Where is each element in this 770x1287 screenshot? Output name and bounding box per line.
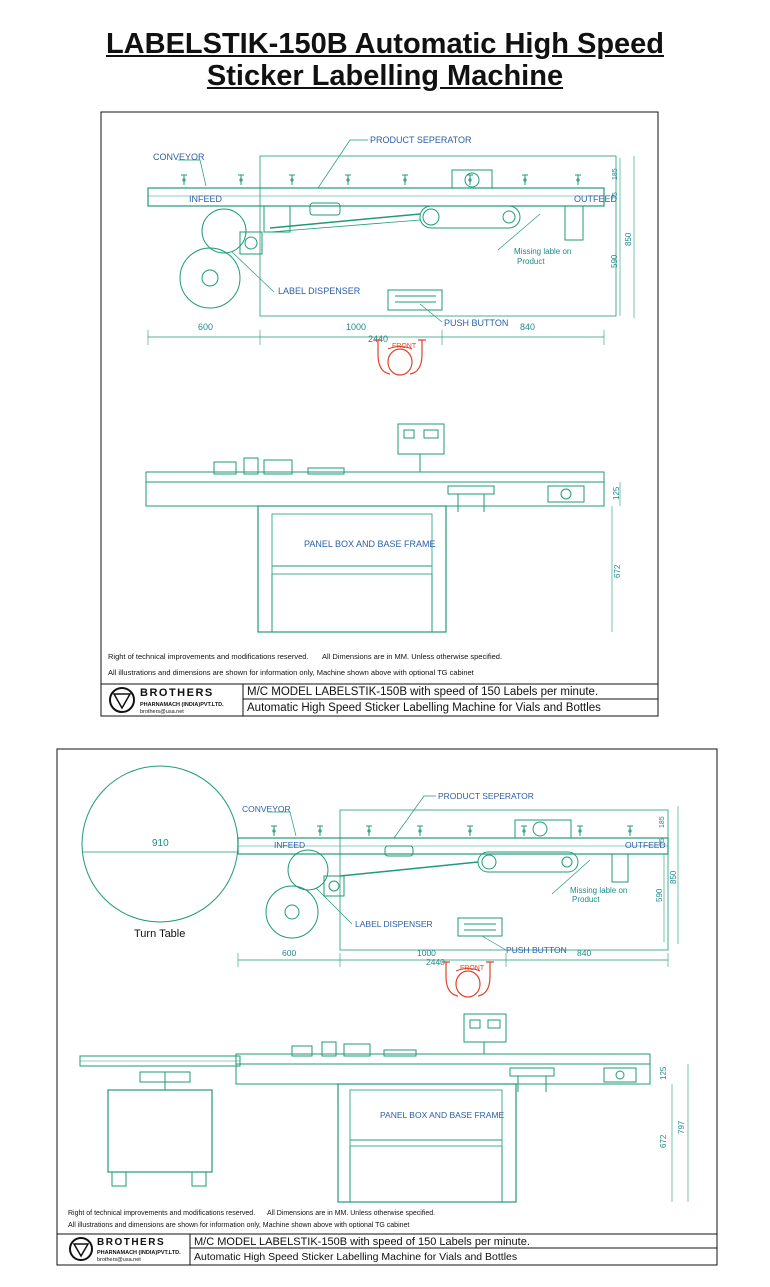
dim-1000-2: 1000 xyxy=(417,948,436,958)
dim-850: 850 xyxy=(624,232,633,246)
product-separator-label: PRODUCT SEPERATOR xyxy=(370,135,472,145)
dim-672: 672 xyxy=(613,564,622,578)
front-label: FRONT xyxy=(392,343,417,350)
product-separator-label-2: PRODUCT SEPERATOR xyxy=(438,791,534,801)
dim-590-2: 590 xyxy=(655,888,664,902)
dim-590: 590 xyxy=(610,254,619,268)
company-name: PHARNAMACH (INDIA)PVT.LTD. xyxy=(140,702,224,708)
rights-note: Right of technical improvements and modi… xyxy=(108,652,309,661)
company-name-2: PHARNAMACH (INDIA)PVT.LTD. xyxy=(97,1250,181,1256)
panel-box-label: PANEL BOX AND BASE FRAME xyxy=(304,539,436,549)
dim-185: 185 xyxy=(612,168,619,180)
missing-label-note-1b: Missing lable on xyxy=(570,886,627,895)
description-line-2: Automatic High Speed Sticker Labelling M… xyxy=(194,1251,517,1263)
model-line: M/C MODEL LABELSTIK-150B with speed of 1… xyxy=(247,686,598,698)
turn-table-label: Turn Table xyxy=(134,928,185,940)
dimensions-note: All Dimensions are in MM. Unless otherwi… xyxy=(322,652,502,661)
infeed-label: INFEED xyxy=(189,194,223,204)
dim-125: 125 xyxy=(612,486,621,500)
dim-2440: 2440 xyxy=(368,334,388,344)
sheet-1 xyxy=(100,111,659,717)
label-dispenser-label: LABEL DISPENSER xyxy=(278,286,361,296)
dim-185-2: 185 xyxy=(659,816,666,828)
dimensions-note-2: All Dimensions are in MM. Unless otherwi… xyxy=(267,1210,435,1217)
dim-125-2: 125 xyxy=(659,1066,668,1080)
dim-600: 600 xyxy=(198,322,213,332)
dim-840: 840 xyxy=(520,322,535,332)
brand-name-2: BROTHERS xyxy=(97,1237,165,1248)
rights-note-2: Right of technical improvements and modi… xyxy=(68,1210,255,1217)
outfeed-label: OUTFEED xyxy=(574,194,618,204)
dim-75-2: 75 xyxy=(659,838,666,846)
panel-box-label-2: PANEL BOX AND BASE FRAME xyxy=(380,1110,505,1120)
conveyor-label: CONVEYOR xyxy=(153,152,205,162)
missing-label-note-1: Missing lable on xyxy=(514,247,571,256)
brothers-logo-2 xyxy=(69,1237,93,1261)
illustrations-note: All illustrations and dimensions are sho… xyxy=(108,668,475,677)
dim-600-2: 600 xyxy=(282,948,296,958)
push-button-label-2: PUSH BUTTON xyxy=(506,945,567,955)
missing-label-note-2: Product xyxy=(517,257,545,266)
dim-910: 910 xyxy=(152,838,169,849)
sheet-2 xyxy=(56,748,718,1266)
conveyor-label-2: CONVEYOR xyxy=(242,804,291,814)
dim-2440-2: 2440 xyxy=(426,957,445,967)
dim-672-2: 672 xyxy=(659,1134,668,1148)
front-label-2: FRONT xyxy=(460,965,485,972)
company-email: brothers@usa.net xyxy=(140,709,184,715)
title-line-1: LABELSTIK-150B Automatic High Speed xyxy=(105,28,665,60)
title-line-2: Sticker Labelling Machine xyxy=(206,60,564,92)
illustrations-note-2: All illustrations and dimensions are sho… xyxy=(68,1222,409,1229)
description-line: Automatic High Speed Sticker Labelling M… xyxy=(247,702,601,714)
missing-label-note-2b: Product xyxy=(572,895,600,904)
dim-850-2: 850 xyxy=(669,870,678,884)
page-title: LABELSTIK-150B Automatic High Speed Stic… xyxy=(0,28,770,92)
push-button-label: PUSH BUTTON xyxy=(444,318,508,328)
dim-1000: 1000 xyxy=(346,322,366,332)
company-email-2: brothers@usa.net xyxy=(97,1257,141,1263)
brothers-logo xyxy=(109,687,135,713)
dim-797: 797 xyxy=(677,1120,686,1134)
dim-75: 75 xyxy=(612,192,619,200)
model-line-2: M/C MODEL LABELSTIK-150B with speed of 1… xyxy=(194,1236,530,1248)
infeed-label-2: INFEED xyxy=(274,840,305,850)
brand-name: BROTHERS xyxy=(140,687,214,699)
outfeed-label-2: OUTFEED xyxy=(625,840,666,850)
dim-840-2: 840 xyxy=(577,948,591,958)
label-dispenser-label-2: LABEL DISPENSER xyxy=(355,919,433,929)
